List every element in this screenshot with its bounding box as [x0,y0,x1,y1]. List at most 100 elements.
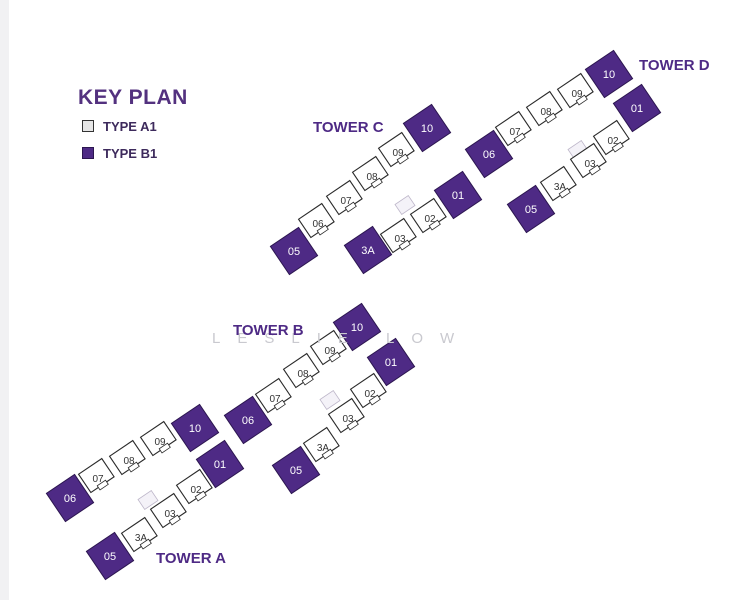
unit-balcony [575,94,588,106]
unit-balcony [513,132,526,144]
unit-08-tower-b: 08 [282,352,320,389]
unit-05-tower-d: 05 [506,184,556,234]
unit-label: 08 [540,107,552,118]
unit-08-tower-a: 08 [108,439,146,476]
unit-01-tower-c: 01 [433,170,483,220]
unit-05-tower-a: 05 [85,531,135,581]
unit-label: 08 [123,456,135,467]
unit-10-tower-a: 10 [170,403,220,453]
unit-10-tower-b: 10 [332,302,382,352]
unit-label: 03 [394,234,406,245]
unit-balcony [368,394,381,406]
unit-label: 02 [190,485,202,496]
unit-10-tower-d: 10 [584,49,634,99]
unit-08-tower-d: 08 [525,90,563,127]
unit-label: 01 [631,103,643,115]
unit-3A-tower-b: 3A [302,426,340,463]
unit-label: 05 [104,551,116,563]
unit-06-tower-c: 06 [297,202,335,239]
unit-label: 3A [317,443,330,454]
unit-03-tower-d: 03 [569,142,607,179]
tower-d-label: TOWER D [639,57,710,74]
unit-label: 10 [603,69,615,81]
unit-03-tower-c: 03 [379,217,417,254]
legend-label-type-a1: TYPE A1 [103,118,157,134]
watermark: LESLIE LOW [212,330,472,347]
unit-07-tower-c: 07 [325,179,363,216]
unit-09-tower-a: 09 [139,420,177,457]
unit-01-tower-d: 01 [612,83,662,133]
unit-label: 06 [312,219,324,230]
unit-balcony [588,164,601,176]
tower-core [394,194,416,216]
tower-a-label: TOWER A [156,550,226,567]
unit-label: 05 [525,204,537,216]
unit-label: 09 [571,89,583,100]
unit-block-type-b1 [402,103,452,153]
unit-label: 09 [154,437,166,448]
unit-block-type-b1 [223,395,273,445]
unit-balcony [344,201,357,213]
unit-03-tower-b: 03 [327,397,365,434]
unit-label: 08 [366,172,378,183]
unit-balcony [544,112,557,124]
unit-block-type-b1 [464,129,514,179]
unit-09-tower-d: 09 [556,72,594,109]
unit-label: 06 [64,493,76,505]
unit-02-tower-c: 02 [409,197,447,234]
unit-balcony [158,442,171,454]
unit-balcony [168,514,181,526]
unit-label: 10 [351,322,363,334]
unit-06-tower-d: 06 [464,129,514,179]
unit-01-tower-a: 01 [195,439,245,489]
unit-05-tower-c: 05 [269,226,319,276]
tower-c-label: TOWER C [313,119,384,136]
unit-label: 07 [269,394,281,405]
unit-label: 03 [342,414,354,425]
unit-balcony [346,419,359,431]
unit-balcony [558,187,571,199]
unit-02-tower-d: 02 [592,119,630,156]
unit-block-type-b1 [433,170,483,220]
unit-label: 06 [483,149,495,161]
unit-label: 07 [340,196,352,207]
type-a1-swatch [82,120,94,132]
unit-block-type-b1 [366,337,416,387]
tower-core [319,389,341,411]
unit-09-tower-b: 09 [309,329,347,366]
unit-block-type-b1 [612,83,662,133]
unit-label: 08 [297,369,309,380]
unit-03-tower-a: 03 [149,492,187,529]
unit-07-tower-b: 07 [254,377,292,414]
unit-balcony [321,448,334,460]
unit-balcony [396,153,409,165]
page-edge [0,0,9,600]
unit-label: 3A [361,245,375,257]
unit-block-type-b1 [506,184,556,234]
unit-label: 10 [421,123,433,135]
unit-3A-tower-d: 3A [539,165,577,202]
unit-05-tower-b: 05 [271,445,321,495]
unit-label: 07 [509,127,521,138]
unit-10-tower-c: 10 [402,103,452,153]
unit-02-tower-b: 02 [349,372,387,409]
unit-balcony [428,219,441,231]
unit-label: 06 [242,415,254,427]
unit-label: 02 [424,214,436,225]
unit-label: 07 [92,474,104,485]
unit-01-tower-b: 01 [366,337,416,387]
unit-label: 01 [452,190,464,202]
unit-label: 02 [364,389,376,400]
unit-balcony [139,538,152,550]
unit-3A-tower-a: 3A [120,516,158,553]
unit-02-tower-a: 02 [175,468,213,505]
unit-balcony [328,351,341,363]
unit-08-tower-c: 08 [351,155,389,192]
unit-balcony [301,374,314,386]
unit-label: 09 [392,148,404,159]
unit-label: 02 [607,136,619,147]
unit-balcony [398,239,411,251]
unit-07-tower-a: 07 [77,457,115,494]
unit-balcony [194,490,207,502]
